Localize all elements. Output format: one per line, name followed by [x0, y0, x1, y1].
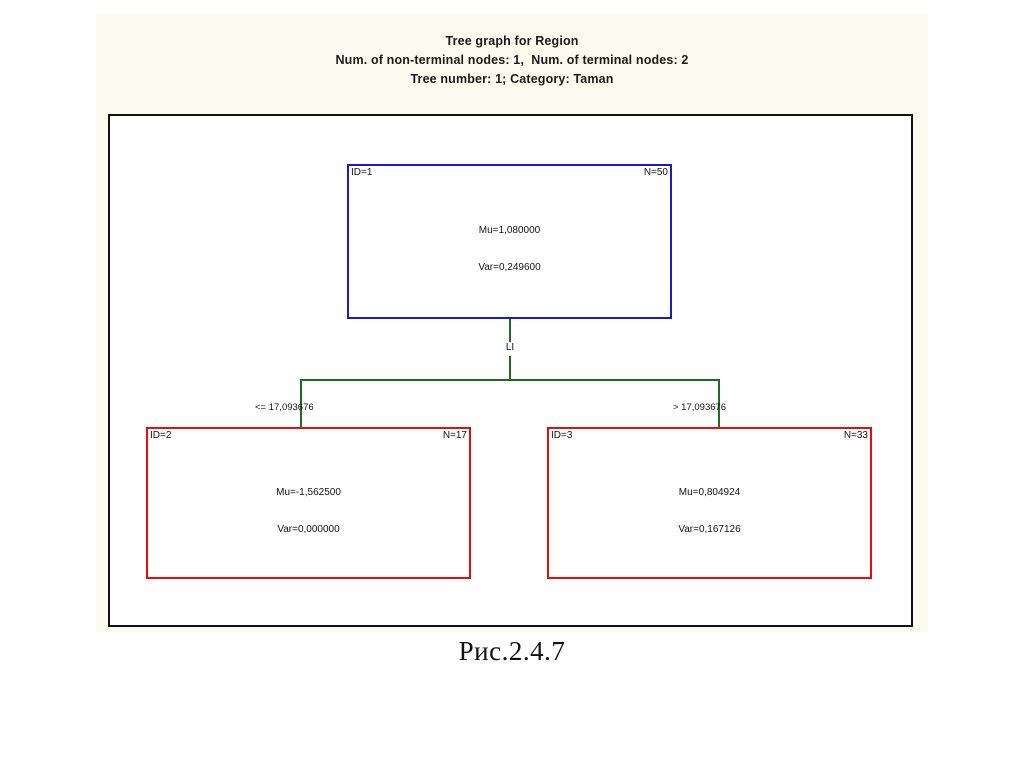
chart-title-block: Tree graph for Region Num. of non-termin…: [96, 32, 928, 89]
tree-plot-area: ID=1 N=50 Mu=1,080000 Var=0,249600 LI <=…: [108, 114, 913, 627]
figure-caption: Рис.2.4.7: [458, 636, 566, 666]
node-var-label: Var=0,000000: [277, 524, 340, 535]
split-variable-label: LI: [505, 342, 515, 353]
node-var-label: Var=0,167126: [678, 524, 741, 535]
node-mu-label: Mu=0,804924: [678, 487, 741, 498]
branch-label-right: > 17,093676: [673, 402, 727, 413]
node-n-label: N=33: [843, 430, 868, 441]
node-n-label: N=17: [442, 430, 467, 441]
tree-node-right-terminal[interactable]: ID=3 N=33 Mu=0,804924 Var=0,167126: [547, 427, 872, 579]
chart-subtitle-nodes: Num. of non-terminal nodes: 1, Num. of t…: [335, 53, 689, 67]
node-mu-label: Mu=-1,562500: [276, 487, 341, 498]
connector-split-stub: [509, 356, 511, 380]
node-stats: Mu=1,080000 Var=0,249600: [349, 225, 670, 274]
connector-left-branch: [300, 379, 302, 433]
connector-root-stub: [509, 319, 511, 342]
page-title: Tree graph for Region: [445, 34, 579, 48]
node-n-label: N=50: [643, 167, 668, 178]
node-mu-label: Mu=1,080000: [478, 225, 541, 236]
branch-label-left: <= 17,093676: [255, 402, 314, 413]
tree-node-root[interactable]: ID=1 N=50 Mu=1,080000 Var=0,249600: [347, 164, 672, 319]
node-id-label: ID=2: [150, 430, 172, 441]
connector-right-branch: [718, 379, 720, 433]
slide-panel: Tree graph for Region Num. of non-termin…: [96, 14, 928, 632]
node-stats: Mu=-1,562500 Var=0,000000: [148, 487, 469, 536]
chart-subtitle-category: Tree number: 1; Category: Taman: [410, 72, 614, 86]
node-id-label: ID=3: [551, 430, 573, 441]
node-var-label: Var=0,249600: [478, 262, 541, 273]
node-id-label: ID=1: [351, 167, 373, 178]
connector-horizontal: [300, 379, 720, 381]
node-stats: Mu=0,804924 Var=0,167126: [549, 487, 870, 536]
tree-node-left-terminal[interactable]: ID=2 N=17 Mu=-1,562500 Var=0,000000: [146, 427, 471, 579]
